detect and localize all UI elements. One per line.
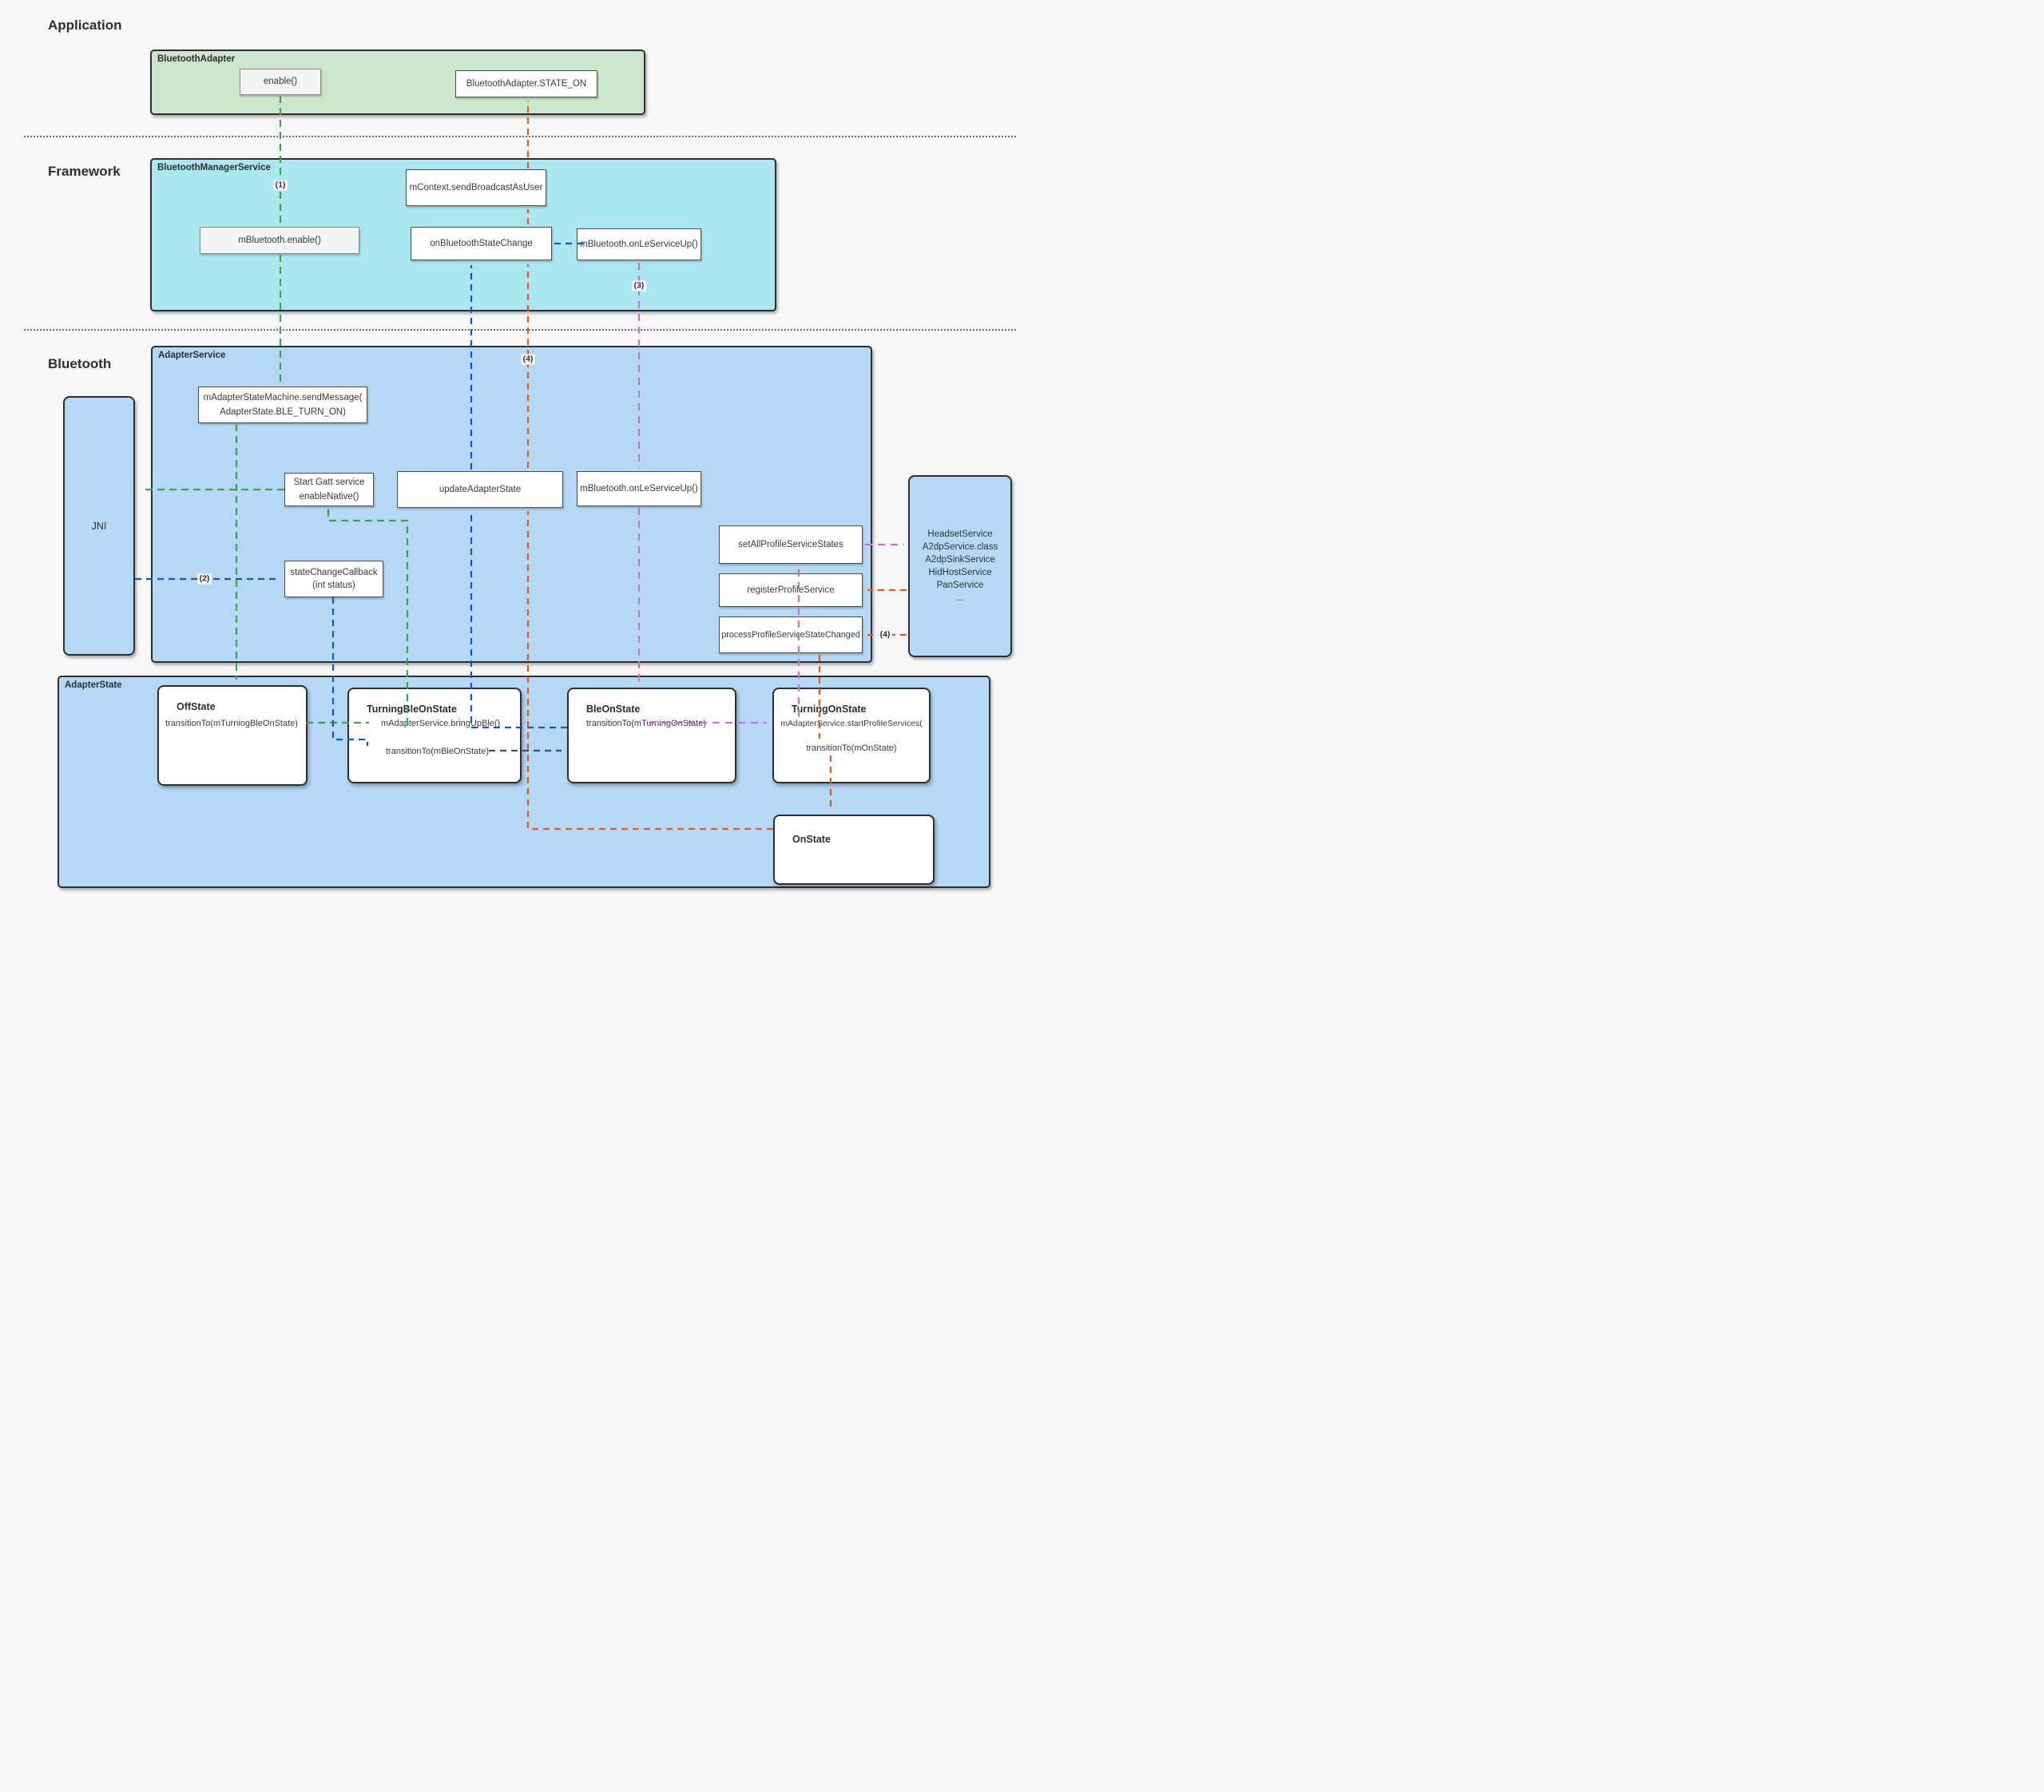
ble-on-state-title: BleOnState	[586, 704, 641, 715]
step-label-2: (2)	[197, 573, 212, 585]
turning-ble-on-line2: transitionTo(mBleOnState)	[386, 747, 489, 756]
state-change-callback-line2: (int status)	[312, 580, 355, 590]
mbluetooth-enable-box: mBluetooth.enable()	[200, 227, 359, 254]
jni-box: JNI	[63, 396, 135, 656]
profile-service-item: ...	[956, 593, 964, 603]
process-profile-box: processProfileServiceStateChanged	[719, 616, 863, 653]
register-profile-box: registerProfileService	[719, 573, 863, 607]
lane-label-bluetooth: Bluetooth	[48, 356, 112, 371]
lane-separator-bottom	[24, 329, 1016, 331]
on-bluetooth-state-change-box: onBluetoothStateChange	[411, 227, 552, 260]
profile-services-box: HeadsetService A2dpService.class A2dpSin…	[908, 475, 1012, 657]
off-state-title: OffState	[177, 701, 216, 712]
state-change-callback-box: stateChangeCallback (int status)	[284, 561, 383, 597]
off-state-line: transitionTo(mTurningBleOnState)	[165, 719, 298, 728]
framework-le-service-up-box: mBluetooth.onLeServiceUp()	[577, 228, 701, 260]
start-gatt-line1: Start Gatt service	[293, 477, 365, 487]
profile-service-item: HidHostService	[928, 568, 992, 577]
bluetooth-adapter-title: BluetoothAdapter	[157, 54, 236, 64]
ble-on-state-line: transitionTo(mTurningOnState)	[586, 719, 706, 728]
enable-box: enable()	[240, 69, 321, 95]
step-label-3: (3)	[632, 280, 646, 291]
step-label-1: (1)	[273, 180, 288, 191]
start-gatt-box: Start Gatt service enableNative()	[284, 473, 374, 506]
on-state-box: OnState	[773, 815, 935, 885]
send-message-box: mAdapterStateMachine.sendMessage( Adapte…	[198, 387, 367, 423]
turning-on-state-title: TurningOnState	[792, 704, 867, 715]
on-state-title: OnState	[792, 834, 831, 845]
profile-service-item: HeadsetService	[927, 529, 993, 539]
adapter-service-title: AdapterService	[158, 351, 226, 360]
step-label-4b: (4)	[878, 629, 892, 640]
profile-service-item: A2dpService.class	[922, 542, 998, 552]
update-adapter-state-box: updateAdapterState	[397, 471, 563, 508]
lane-label-application: Application	[48, 18, 122, 33]
turning-on-line1: mAdapterService.startProfileServices(	[780, 719, 923, 728]
turning-on-line2: transitionTo(mOnState)	[806, 743, 897, 753]
start-gatt-line2: enableNative()	[299, 491, 359, 502]
turning-on-state-box: TurningOnState mAdapterService.startProf…	[772, 688, 931, 783]
turning-ble-on-line1: mAdapterService.bringUpBle()	[381, 719, 501, 728]
turning-ble-on-state-box: TurningBleOnState mAdapterService.bringU…	[347, 688, 522, 783]
step-label-4a: (4)	[521, 354, 535, 365]
state-on-box: BluetoothAdapter.STATE_ON	[455, 70, 597, 97]
lane-separator-top	[24, 136, 1016, 137]
state-change-callback-line1: stateChangeCallback	[290, 567, 378, 577]
profile-service-item: A2dpSinkService	[925, 555, 995, 565]
set-all-profile-box: setAllProfileServiceStates	[719, 525, 863, 564]
adapter-state-title: AdapterState	[65, 680, 122, 690]
ble-on-state-box: BleOnState transitionTo(mTurningOnState)	[567, 688, 736, 783]
send-message-line2: AdapterState.BLE_TURN_ON)	[220, 406, 346, 417]
profile-service-item: PanService	[936, 581, 984, 590]
turning-ble-on-state-title: TurningBleOnState	[367, 704, 457, 715]
adapter-le-service-up-box: mBluetooth.onLeServiceUp()	[577, 471, 701, 506]
lane-label-framework: Framework	[48, 164, 121, 179]
off-state-box: OffState transitionTo(mTurningBleOnState…	[157, 685, 308, 786]
bluetooth-manager-service-title: BluetoothManagerService	[157, 163, 271, 172]
send-broadcast-box: mContext.sendBroadcastAsUser	[406, 169, 546, 206]
diagram-canvas: Application Framework Bluetooth Bluetoot…	[0, 0, 1022, 896]
send-message-line1: mAdapterStateMachine.sendMessage(	[203, 392, 363, 402]
